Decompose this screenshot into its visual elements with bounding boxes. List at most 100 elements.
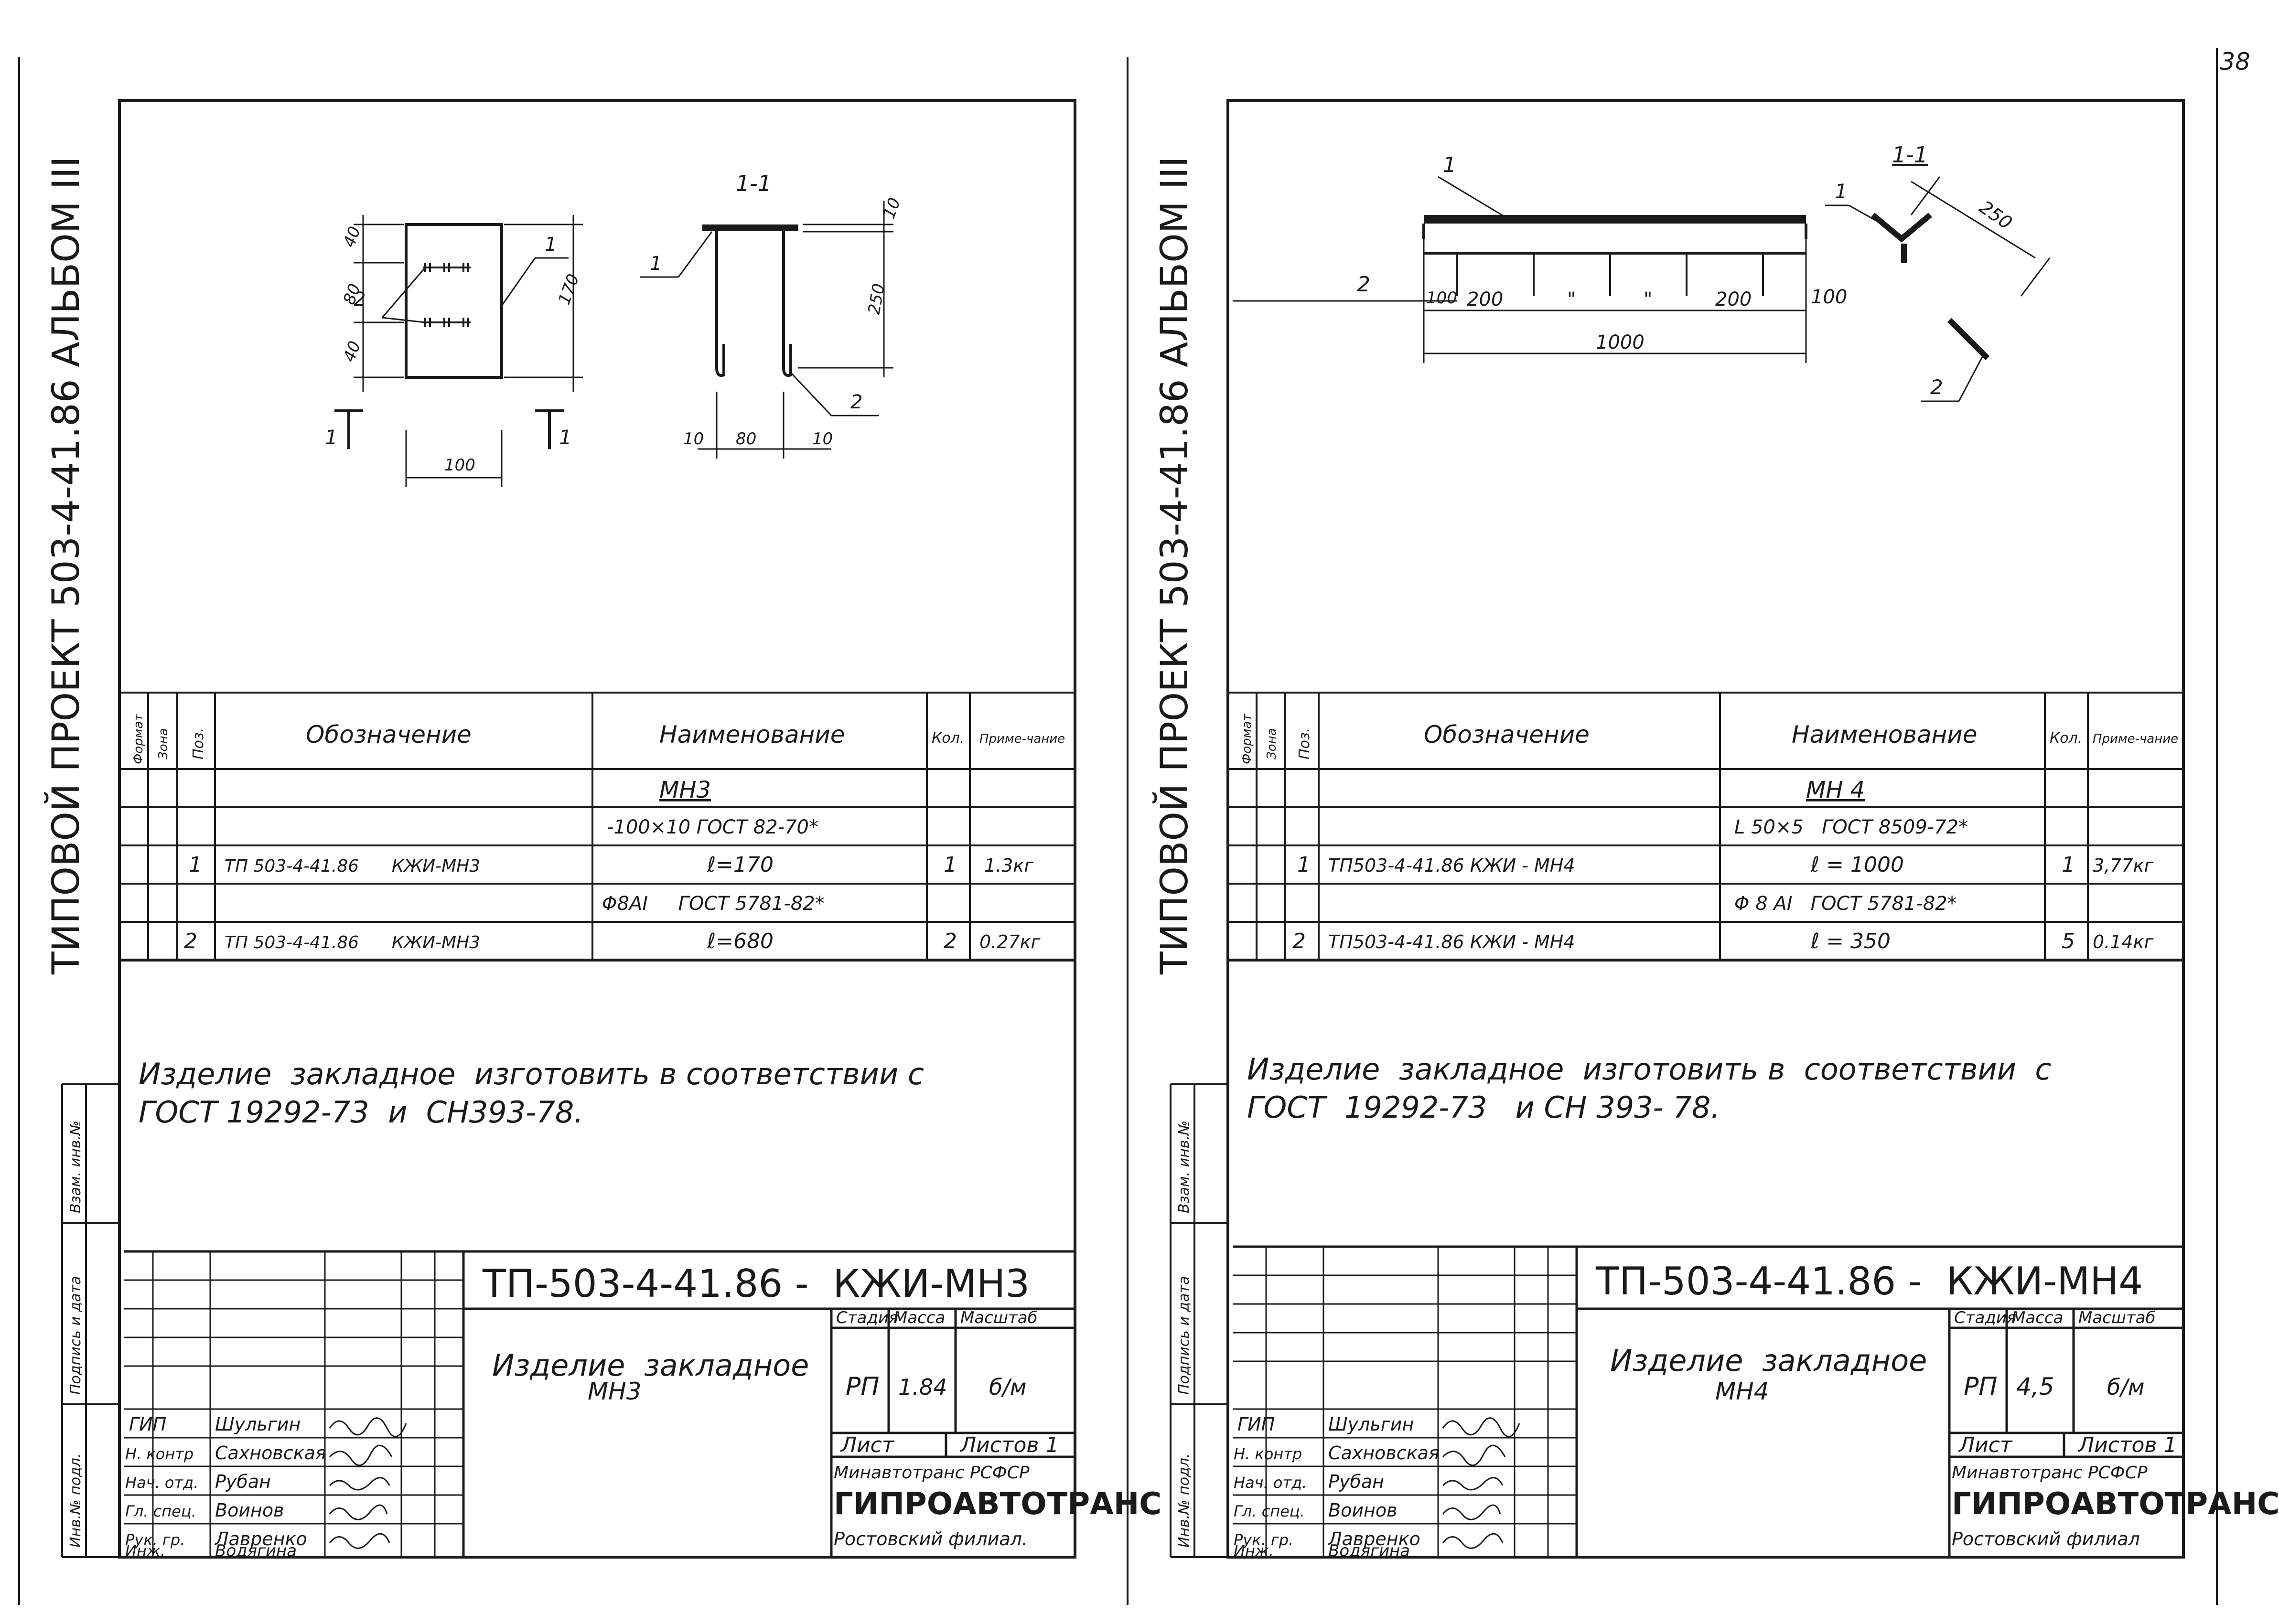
sheets-count-label: Листов 1 bbox=[2077, 1433, 2177, 1457]
row-4-qty: 5 bbox=[2062, 929, 2075, 953]
header-zone: Зона bbox=[156, 728, 171, 759]
dim-250: 250 bbox=[864, 282, 889, 316]
person-2-name: Рубан bbox=[1328, 1471, 1384, 1492]
person-3-role: Гл. спец. bbox=[125, 1502, 196, 1520]
dim-100-left: 100 bbox=[1426, 288, 1457, 308]
org-branch: Ростовский филиал bbox=[1952, 1528, 2140, 1549]
title-item-code: МН3 bbox=[588, 1378, 642, 1405]
margin-label-signature: Подпись и дата bbox=[67, 1276, 84, 1395]
callout-2-plan: 2 bbox=[1357, 272, 1370, 297]
note-line-1: Изделие закладное изготовить в соответст… bbox=[139, 1057, 924, 1091]
margin-strip: Взам. инв.№ Подпись и дата Инв.№ подл. bbox=[1170, 1083, 1228, 1558]
side-title: ТИПОВОЙ ПРОЕКТ 503-4-41.86 АЛЬБОМ III bbox=[1152, 156, 1196, 975]
header-zone: Зона bbox=[1265, 728, 1279, 759]
row-4-designation: ТП503-4-41.86 КЖИ - МН4 bbox=[1328, 931, 1575, 952]
drawing-sheet-right: ТИПОВОЙ ПРОЕКТ 503-4-41.86 АЛЬБОМ III 10… bbox=[1127, 48, 2279, 1605]
plan-view: 40 80 40 170 100 1 2 1 1 bbox=[325, 215, 583, 487]
row-2-designation: ТП503-4-41.86 КЖИ - МН4 bbox=[1328, 855, 1575, 876]
stage-label: Стадия bbox=[836, 1308, 898, 1327]
person-1-role: Н. контр bbox=[125, 1445, 194, 1463]
row-1-name: L 50×5 ГОСТ 8509-72* bbox=[1734, 816, 1968, 838]
signature-scribbles bbox=[329, 1417, 407, 1549]
row-2-pos: 1 bbox=[189, 853, 202, 877]
dim-200-left: 200 bbox=[1467, 288, 1503, 310]
person-2-role: Нач. отд. bbox=[1234, 1474, 1307, 1492]
row-1-name: -100×10 ГОСТ 82-70* bbox=[607, 816, 818, 838]
callout-2-section: 2 bbox=[1930, 375, 1943, 399]
callout-2-section: 2 bbox=[850, 391, 862, 413]
dim-100-right: 100 bbox=[1811, 286, 1847, 308]
row-2-note: 3,77кг bbox=[2093, 855, 2154, 876]
cut-mark-left: 1 bbox=[325, 426, 338, 449]
dim-40-bottom: 40 bbox=[340, 339, 365, 364]
stage-value: РП bbox=[1964, 1372, 1997, 1401]
row-2-designation: ТП 503-4-41.86 КЖИ-МН3 bbox=[225, 856, 480, 876]
drawing-sheet-left: ТИПОВОЙ ПРОЕКТ 503-4-41.86 АЛЬБОМ III bbox=[18, 57, 1161, 1605]
header-note: Приме-чание bbox=[979, 732, 1065, 746]
stage-label: Стадия bbox=[1954, 1308, 2016, 1327]
org-institute: ГИПРОАВТОТРАНС bbox=[1952, 1486, 2279, 1522]
row-4-qty: 2 bbox=[944, 929, 957, 953]
row-2-pos: 1 bbox=[1297, 853, 1311, 877]
title-code: ТП-503-4-41.86 - КЖИ-МН4 bbox=[1595, 1259, 2143, 1303]
row-3-name: Φ8АI ГОСТ 5781-82* bbox=[602, 893, 825, 915]
person-1-name: Сахновская bbox=[215, 1442, 326, 1464]
row-4-pos: 2 bbox=[1292, 929, 1306, 953]
person-4-name: Лавренко bbox=[1327, 1528, 1420, 1549]
row-2-qty: 1 bbox=[2062, 853, 2075, 877]
dim-1000: 1000 bbox=[1596, 331, 1645, 353]
person-0-name: Шульгин bbox=[215, 1414, 301, 1435]
header-designation: Обозначение bbox=[306, 721, 472, 748]
person-3-role: Гл. спец. bbox=[1234, 1502, 1305, 1520]
org-ministry: Минавтотранс РСФСР bbox=[834, 1463, 1030, 1483]
person-0-role: ГИП bbox=[129, 1414, 166, 1435]
org-ministry: Минавтотранс РСФСР bbox=[1952, 1463, 2148, 1483]
scale-value: б/м bbox=[2107, 1374, 2145, 1400]
row-2-name: ℓ = 1000 bbox=[1810, 853, 1904, 877]
person-1-name: Сахновская bbox=[1328, 1442, 1440, 1464]
title-item-name: Изделие закладное bbox=[492, 1348, 809, 1383]
plan-view: 100 200 " " 200 100 1000 1 2 bbox=[1233, 153, 1847, 363]
callout-1-plan: 1 bbox=[545, 234, 557, 256]
header-format: Формат bbox=[131, 714, 146, 764]
title-item-name: Изделие закладное bbox=[1610, 1343, 1927, 1378]
row-4-designation: ТП 503-4-41.86 КЖИ-МН3 bbox=[225, 933, 480, 952]
person-3-name: Воинов bbox=[1328, 1500, 1398, 1521]
mass-label: Масса bbox=[2011, 1308, 2063, 1327]
scale-label: Масштаб bbox=[2078, 1308, 2156, 1327]
row-4-note: 0.14кг bbox=[2093, 931, 2154, 952]
person-0-name: Шульгин bbox=[1328, 1414, 1414, 1435]
row-3-name: Φ 8 АI ГОСТ 5781-82* bbox=[1734, 893, 1957, 915]
sheet-right-svg: ТИПОВОЙ ПРОЕКТ 503-4-41.86 АЛЬБОМ III 10… bbox=[1127, 48, 2279, 1605]
sheet-label: Лист bbox=[840, 1433, 895, 1457]
person-5-name: Водягина bbox=[215, 1541, 297, 1560]
header-note: Приме-чание bbox=[2093, 732, 2178, 746]
stage-value: РП bbox=[846, 1372, 879, 1401]
dim-80-section: 80 bbox=[736, 429, 756, 449]
note-line-2: ГОСТ 19292-73 и СН393-78. bbox=[139, 1095, 583, 1130]
row-4-name: ℓ = 350 bbox=[1810, 929, 1891, 953]
section-label: 1-1 bbox=[1892, 142, 1928, 168]
dim-100: 100 bbox=[444, 456, 475, 475]
callout-2-plan: 2 bbox=[354, 288, 366, 310]
row-0-name: МН 4 bbox=[1806, 777, 1865, 803]
header-pos: Поз. bbox=[190, 728, 207, 759]
dim-ditto-2: " bbox=[1644, 288, 1652, 310]
note-line-2: ГОСТ 19292-73 и СН 393- 78. bbox=[1247, 1090, 1720, 1125]
margin-strip: Взам. инв.№ Подпись и дата Инв.№ подл. bbox=[61, 1083, 119, 1558]
callout-1-section: 1 bbox=[650, 253, 662, 275]
scale-value: б/м bbox=[989, 1374, 1027, 1400]
dim-170: 170 bbox=[555, 271, 583, 307]
callout-1-section: 1 bbox=[1835, 180, 1848, 203]
header-designation: Обозначение bbox=[1424, 721, 1590, 748]
row-2-qty: 1 bbox=[944, 853, 957, 877]
dim-10-left: 10 bbox=[683, 429, 704, 449]
margin-label-replacement: Взам. инв.№ bbox=[1176, 1121, 1193, 1213]
signature-scribbles bbox=[1442, 1417, 1520, 1549]
dim-10-right: 10 bbox=[812, 429, 833, 449]
mass-value: 1.84 bbox=[898, 1374, 947, 1400]
cut-mark-right: 1 bbox=[559, 426, 572, 449]
header-name: Наименование bbox=[659, 721, 845, 748]
section-view: 1-1 250 1 2 bbox=[1825, 142, 2051, 402]
note-line-1: Изделие закладное изготовить в соответст… bbox=[1247, 1052, 2051, 1087]
